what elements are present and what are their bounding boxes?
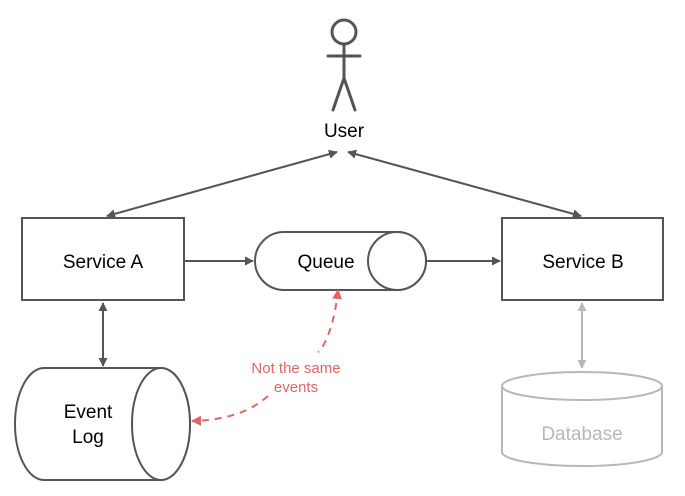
user-actor-icon [326, 18, 362, 112]
service-b-label: Service B [542, 252, 623, 273]
user-label: User [324, 121, 365, 142]
service-a-box [21, 217, 185, 301]
annotation-label-line2: events [274, 379, 318, 396]
service-a-label: Service A [63, 252, 144, 273]
annotation-dashed-arrow [192, 290, 338, 421]
service-b-box [501, 217, 664, 301]
event-log-label-line2: Log [72, 427, 104, 448]
event-log-cylinder [14, 367, 191, 481]
database-label: Database [541, 424, 622, 445]
queue-label: Queue [297, 252, 354, 273]
event-log-label-line1: Event [64, 402, 113, 423]
arrow-user-service-a [106, 149, 338, 219]
annotation-label-line1: Not the same [251, 360, 340, 377]
queue-cylinder [254, 231, 427, 291]
arrow-user-service-b [347, 149, 582, 219]
database-cylinder [501, 371, 663, 467]
